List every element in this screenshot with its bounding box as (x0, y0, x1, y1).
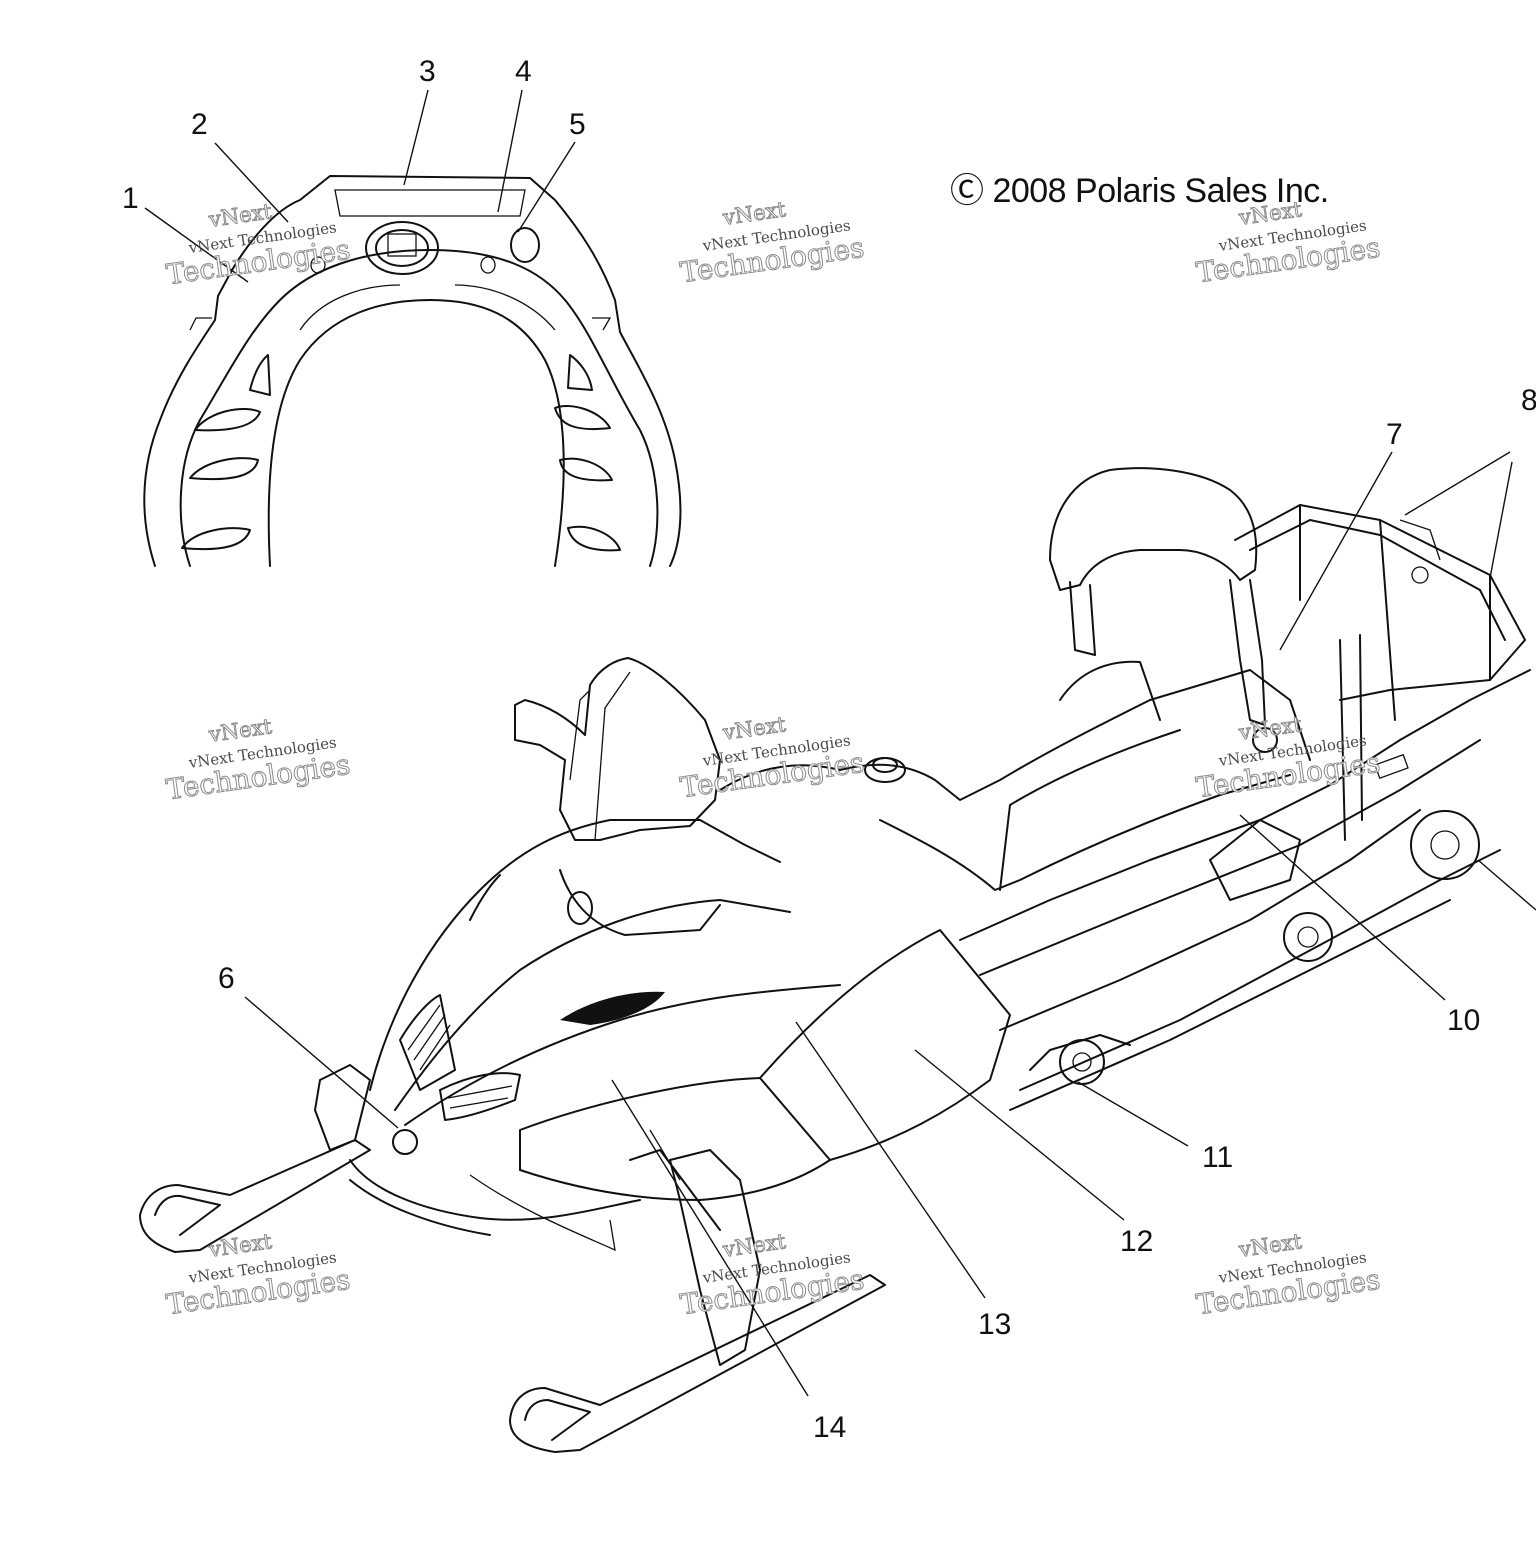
leader-lines (144, 89, 1536, 1397)
copyright-notice: Ⓒ 2008 Polaris Sales Inc. (950, 172, 1329, 210)
callout-4: 4 (515, 55, 532, 88)
hood-panel-drawing (143, 175, 682, 567)
callout-11: 11 (1202, 1141, 1233, 1174)
callout-2: 2 (191, 108, 208, 141)
callout-7: 7 (1386, 418, 1403, 451)
callout-13: 13 (978, 1308, 1011, 1341)
callout-3: 3 (419, 55, 436, 88)
callout-12: 12 (1120, 1225, 1153, 1258)
callout-10: 10 (1447, 1004, 1480, 1037)
snowmobile-drawing (139, 467, 1531, 1453)
callout-labels: 1 2 3 4 5 6 7 8 10 11 12 13 14 (122, 55, 1536, 1444)
callout-5: 5 (569, 108, 586, 141)
callout-14: 14 (813, 1411, 846, 1444)
callout-1: 1 (122, 182, 139, 215)
callout-8: 8 (1521, 384, 1536, 417)
callout-6: 6 (218, 962, 235, 995)
